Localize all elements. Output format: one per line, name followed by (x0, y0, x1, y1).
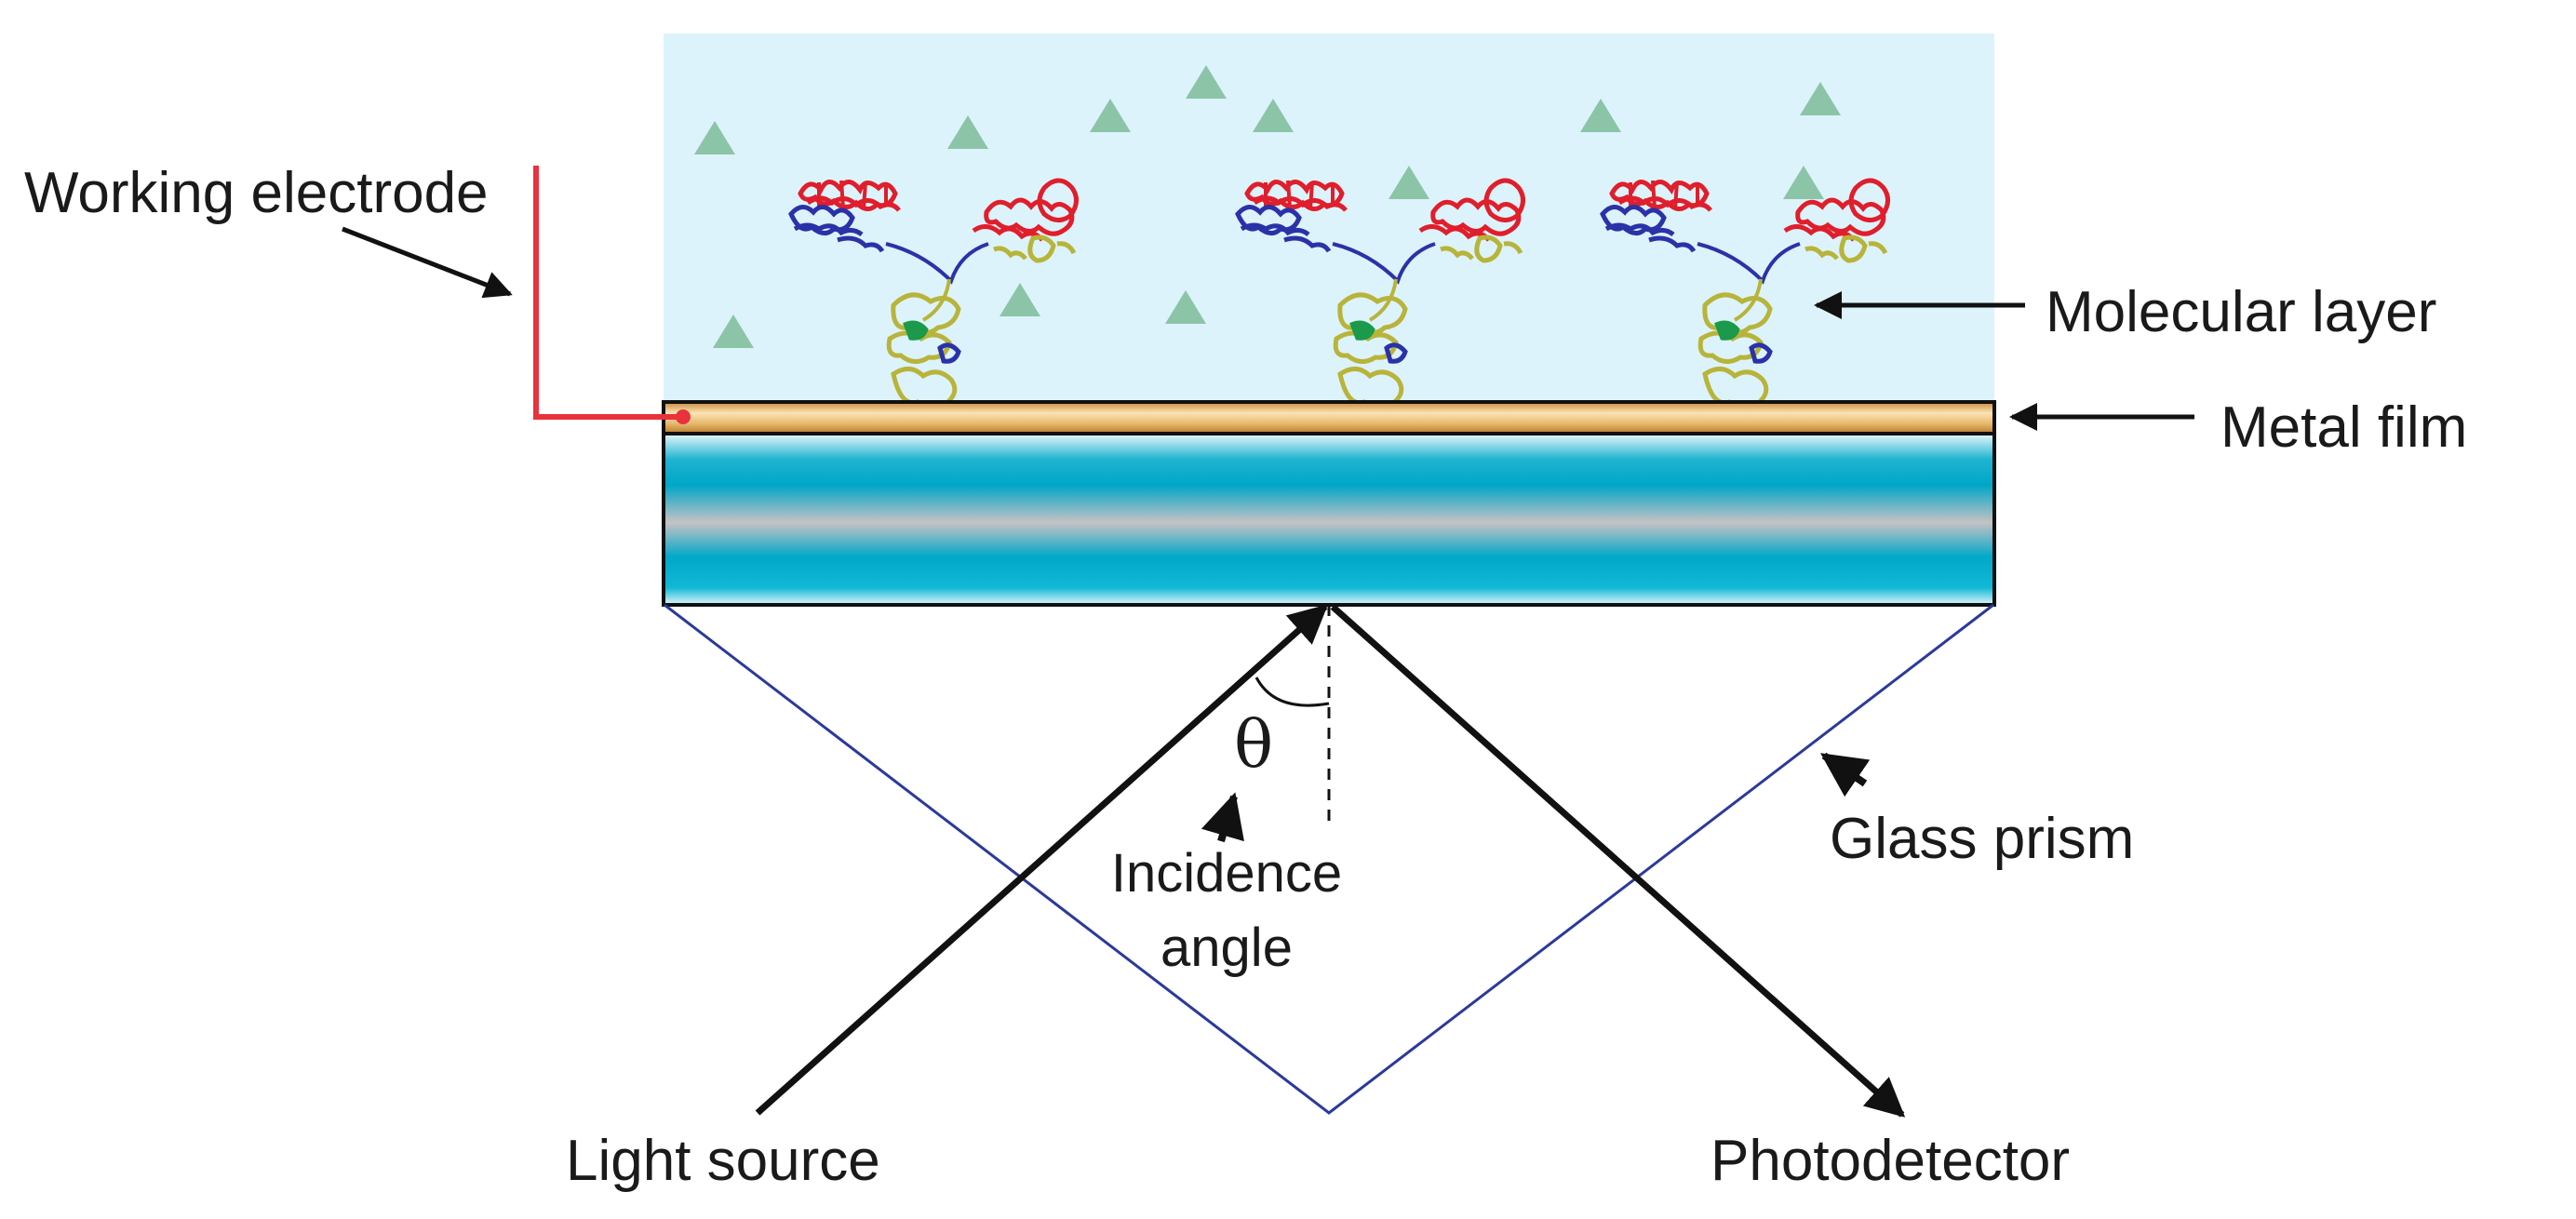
glass-prism-label: Glass prism (1830, 807, 2134, 871)
metal-film (662, 400, 1996, 435)
metal-film-label: Metal film (2220, 395, 2467, 460)
electrode-wire (533, 166, 683, 420)
incidence-label-line1: Incidence (1111, 843, 1342, 904)
angle-arc (1254, 676, 1330, 707)
solution-region (664, 33, 1994, 402)
analyte-triangle-icon (1000, 283, 1040, 316)
glass-slide (662, 432, 1996, 607)
analyte-triangle-icon (1389, 166, 1429, 199)
analyte-triangle-icon (694, 121, 735, 154)
reflected-beam (1330, 604, 1906, 1118)
analyte-triangle-icon (1580, 99, 1621, 132)
analyte-triangle-icon (1800, 82, 1841, 115)
analyte-triangle-icon (1186, 65, 1227, 99)
glass-prism-outline (664, 603, 1994, 1115)
analyte-triangle-icon (1253, 99, 1294, 132)
electrode-pointer-arrow (342, 226, 513, 299)
molecular-layer-label: Molecular layer (2046, 280, 2436, 344)
analyte-triangle-icon (1783, 166, 1824, 199)
incidence-label-line2: angle (1161, 918, 1293, 978)
analyte-molecules (694, 65, 1841, 348)
analyte-triangle-icon (1090, 99, 1131, 132)
incident-beam (755, 604, 1329, 1116)
electrode-contact (676, 409, 691, 424)
analyte-triangle-icon (947, 115, 988, 149)
analyte-triangle-icon (1165, 290, 1206, 324)
analyte-triangle-icon (713, 315, 754, 348)
working-electrode-label: Working electrode (24, 161, 489, 225)
angle-pointer-arrow (1201, 792, 1244, 843)
theta-symbol: θ (1234, 706, 1273, 783)
photodetector-label: Photodetector (1711, 1129, 2070, 1193)
prism-pointer-arrow (1820, 752, 1871, 797)
light-source-label: Light source (566, 1129, 880, 1193)
